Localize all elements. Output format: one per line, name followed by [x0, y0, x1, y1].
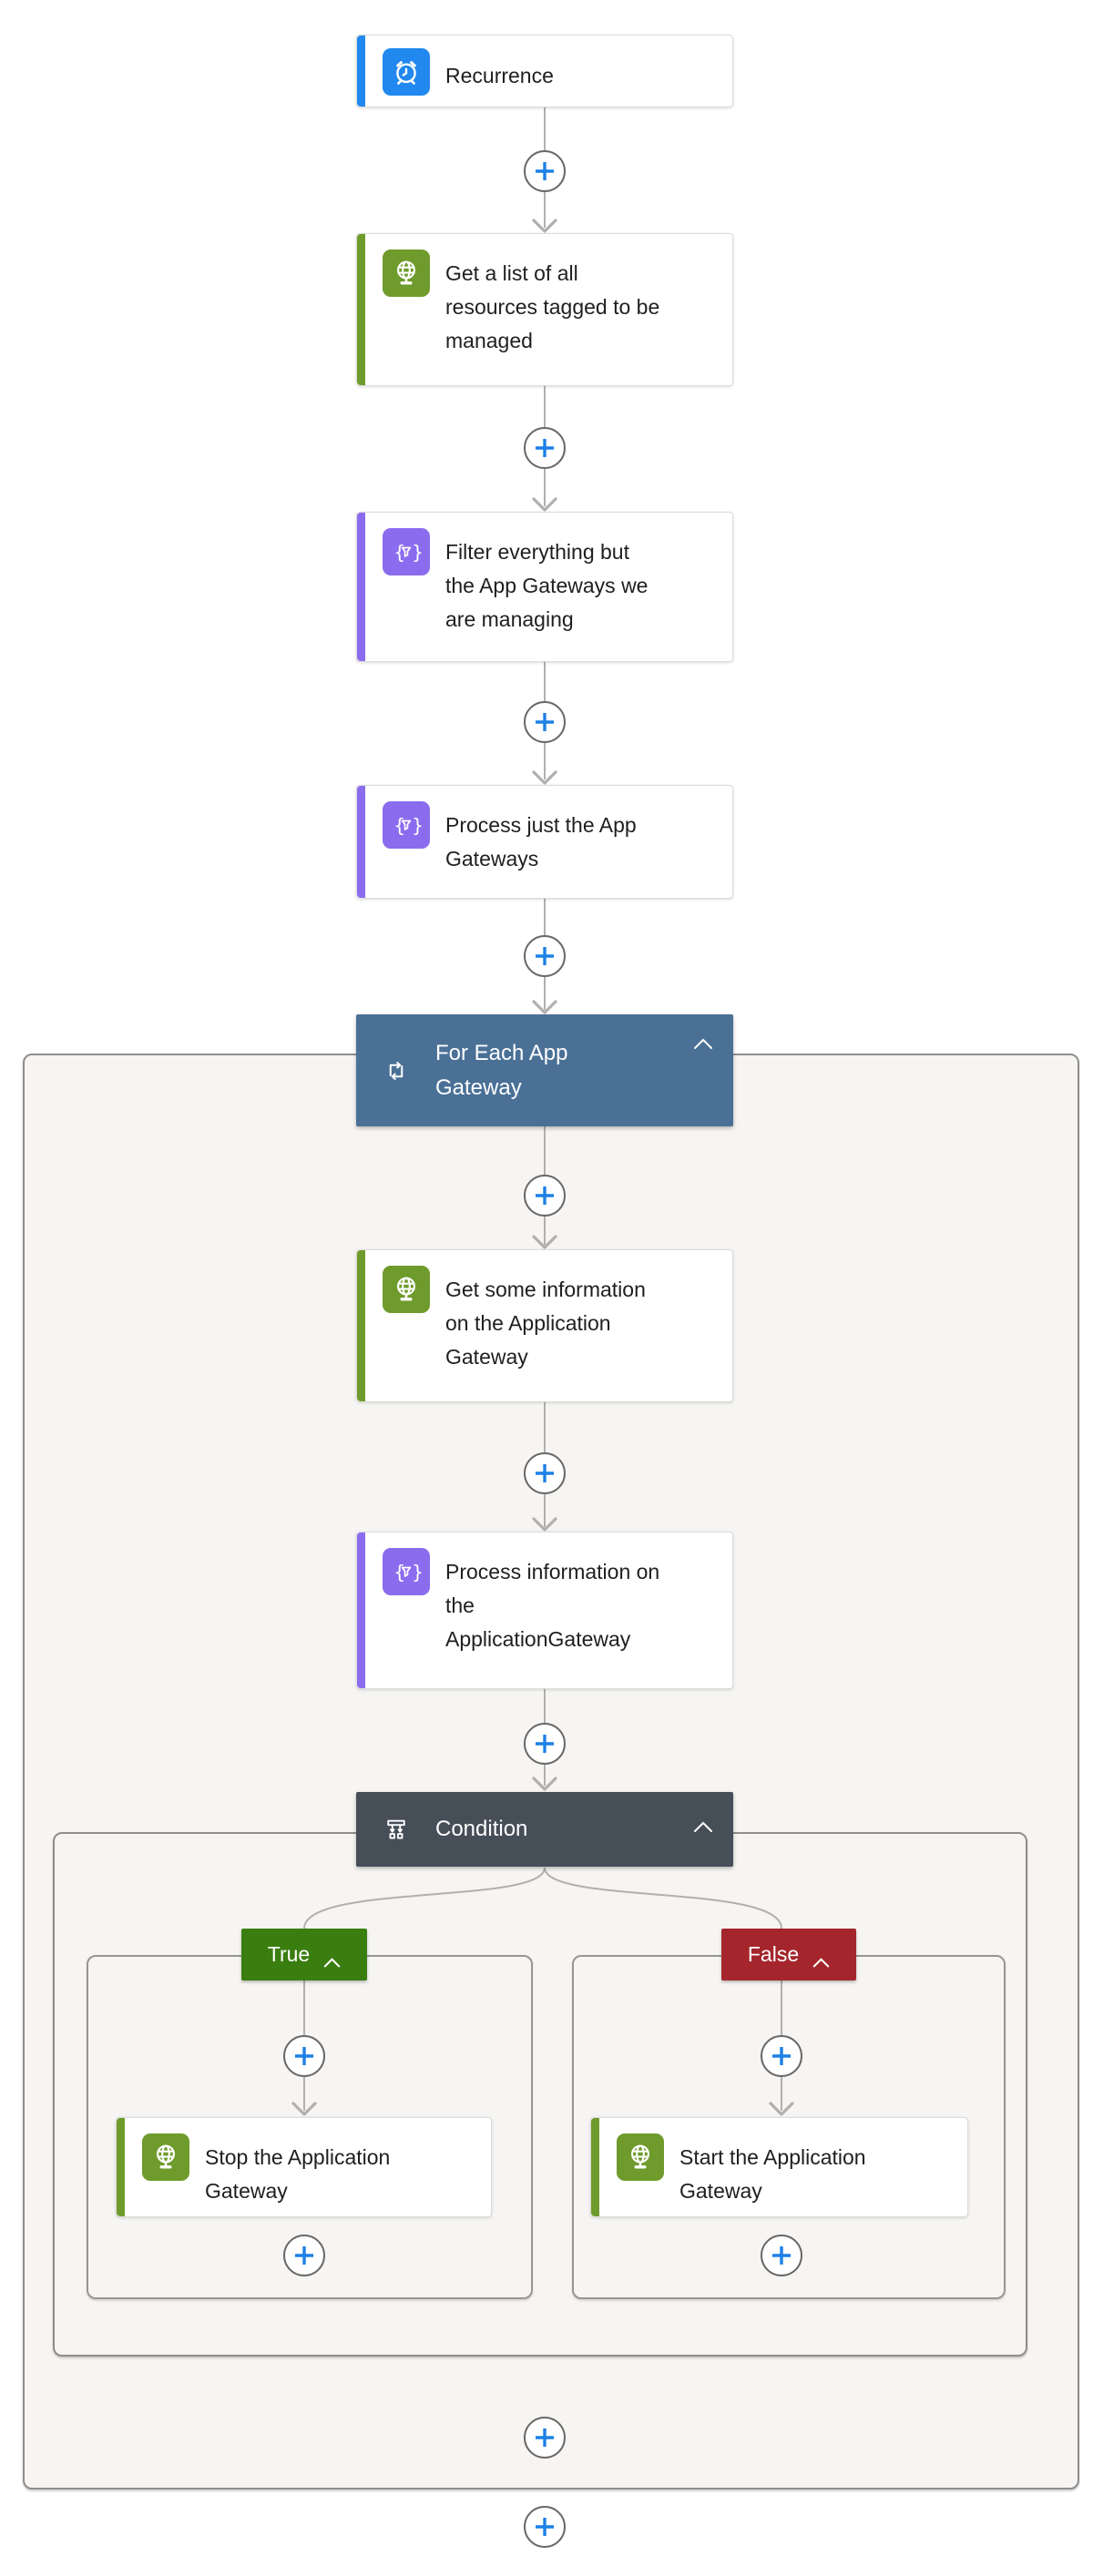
insert-step-button[interactable]: [761, 2235, 802, 2276]
plus-icon: [536, 1464, 554, 1482]
action-card-stop-gateway[interactable]: Stop the Application Gateway: [116, 2117, 492, 2217]
foreach-scope-header[interactable]: For Each App Gateway: [356, 1014, 733, 1126]
svg-text:{: {: [393, 1561, 405, 1583]
svg-text:}: }: [412, 814, 422, 836]
card-title: Get some information on the Application …: [445, 1278, 646, 1369]
svg-text:{: {: [393, 814, 405, 836]
card-title: Filter everything but the App Gateways w…: [445, 540, 649, 631]
accent-bar: [357, 1532, 365, 1688]
condition-branch-icon: [383, 1816, 410, 1843]
action-card-get-list[interactable]: Get a list of all resources tagged to be…: [356, 233, 733, 386]
plus-icon: [536, 2428, 554, 2447]
plus-icon: [295, 2047, 313, 2065]
true-label: True: [267, 1942, 311, 1966]
collapse-chevron-icon[interactable]: [323, 1950, 341, 1967]
true-branch-badge[interactable]: True: [241, 1929, 367, 1980]
svg-text:{: {: [393, 541, 405, 563]
insert-step-button[interactable]: [524, 701, 566, 743]
collapse-chevron-icon[interactable]: [812, 1950, 830, 1967]
condition-label: Condition: [435, 1817, 528, 1841]
loop-icon: [383, 1057, 410, 1084]
action-card-start-gateway[interactable]: Start the Application Gateway: [590, 2117, 968, 2217]
filter-braces-icon: { }: [383, 528, 430, 575]
plus-icon: [295, 2246, 313, 2265]
accent-bar: [357, 513, 365, 661]
accent-bar: [117, 2118, 125, 2216]
insert-step-button[interactable]: [524, 150, 566, 192]
accent-bar: [357, 36, 365, 107]
insert-step-button[interactable]: [524, 935, 566, 977]
insert-step-button[interactable]: [283, 2035, 325, 2077]
card-title: Stop the Application Gateway: [205, 2145, 391, 2203]
card-title: Start the Application Gateway: [679, 2145, 866, 2203]
accent-bar: [357, 234, 365, 385]
false-branch-badge[interactable]: False: [721, 1929, 856, 1980]
insert-step-button[interactable]: [524, 1452, 566, 1494]
insert-step-button[interactable]: [524, 2506, 566, 2548]
insert-step-button[interactable]: [524, 1723, 566, 1765]
action-card-process-info[interactable]: { } Process information on the Applicati…: [356, 1532, 733, 1689]
plus-icon: [536, 1186, 554, 1205]
plus-icon: [536, 947, 554, 965]
accent-bar: [591, 2118, 599, 2216]
http-globe-icon: [383, 249, 430, 297]
plus-icon: [772, 2246, 791, 2265]
plus-icon: [536, 439, 554, 457]
insert-step-button[interactable]: [524, 2417, 566, 2459]
svg-text:}: }: [412, 1561, 422, 1583]
card-title: Recurrence: [445, 64, 554, 87]
card-title: Process just the App Gateways: [445, 813, 637, 871]
insert-step-button[interactable]: [524, 1175, 566, 1217]
http-globe-icon: [617, 2133, 664, 2181]
insert-step-button[interactable]: [283, 2235, 325, 2276]
false-label: False: [747, 1942, 800, 1966]
trigger-card-recurrence[interactable]: Recurrence: [356, 35, 733, 107]
insert-step-button[interactable]: [524, 427, 566, 469]
plus-icon: [772, 2047, 791, 2065]
svg-text:}: }: [412, 541, 422, 563]
foreach-label: For Each App Gateway: [435, 1041, 568, 1100]
filter-braces-icon: { }: [383, 1548, 430, 1595]
collapse-chevron-icon[interactable]: [693, 1821, 713, 1834]
insert-step-button[interactable]: [761, 2035, 802, 2077]
action-card-filter-gateways[interactable]: { } Filter everything but the App Gatewa…: [356, 512, 733, 662]
action-card-process-gateways[interactable]: { } Process just the App Gateways: [356, 785, 733, 899]
plus-icon: [536, 2518, 554, 2536]
filter-braces-icon: { }: [383, 801, 430, 849]
card-title: Get a list of all resources tagged to be…: [445, 261, 660, 352]
accent-bar: [357, 1250, 365, 1401]
accent-bar: [357, 786, 365, 898]
card-title: Process information on the ApplicationGa…: [445, 1560, 660, 1651]
action-card-get-info[interactable]: Get some information on the Application …: [356, 1249, 733, 1402]
http-globe-icon: [142, 2133, 189, 2181]
plus-icon: [536, 1735, 554, 1753]
alarm-clock-icon: [383, 48, 430, 96]
http-globe-icon: [383, 1266, 430, 1313]
plus-icon: [536, 162, 554, 180]
condition-scope-header[interactable]: Condition: [356, 1792, 733, 1867]
collapse-chevron-icon[interactable]: [693, 1038, 713, 1051]
plus-icon: [536, 713, 554, 731]
